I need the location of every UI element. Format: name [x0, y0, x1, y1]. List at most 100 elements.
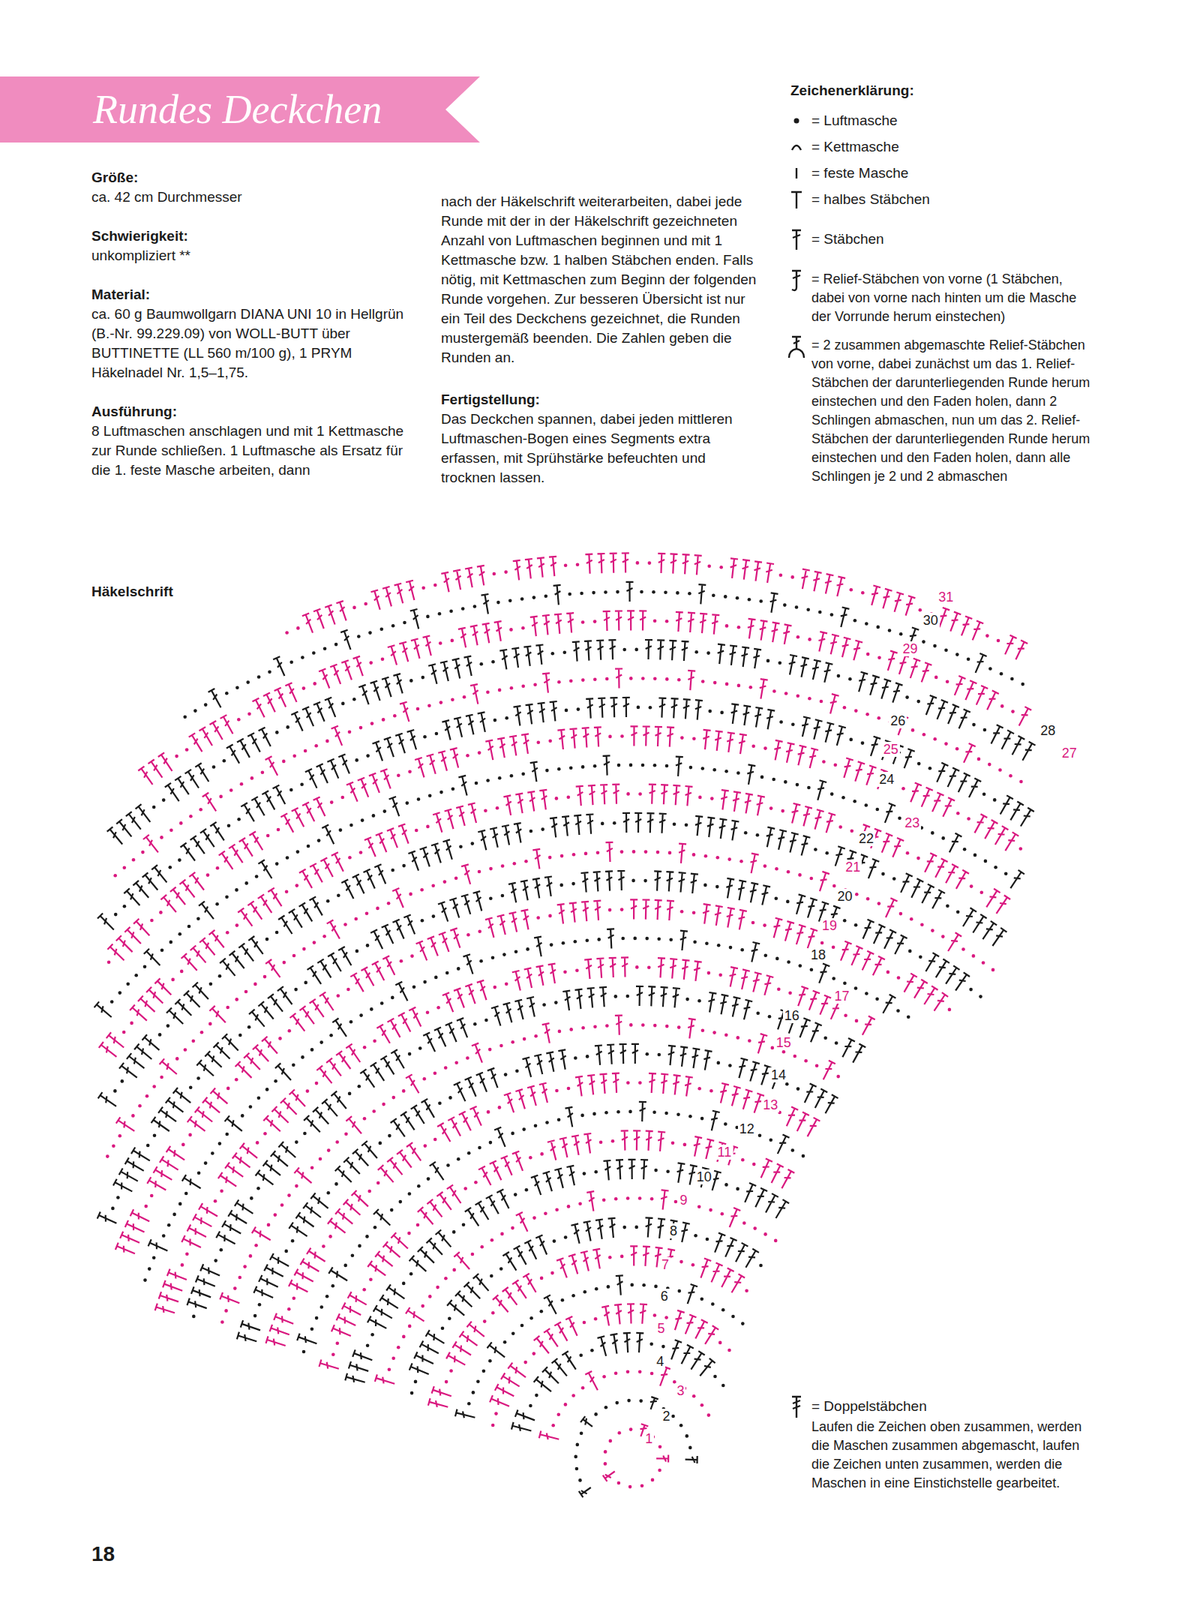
stitch-symbol	[752, 1162, 756, 1167]
stitch-symbol	[244, 881, 249, 885]
stitch-symbol	[567, 1165, 576, 1185]
stitch-symbol	[294, 987, 298, 992]
stitch-symbol	[535, 1235, 547, 1255]
stitch-symbol	[587, 1074, 595, 1095]
stitch-symbol	[641, 1023, 645, 1027]
stitch-symbol	[669, 958, 678, 978]
stitch-symbol	[426, 1176, 431, 1181]
stitch-symbol	[300, 1258, 320, 1272]
stitch-symbol	[153, 1166, 173, 1180]
stitch-symbol	[668, 851, 672, 855]
stitch-symbol	[563, 651, 567, 655]
stitch-symbol	[975, 653, 987, 673]
stitch-symbol	[783, 603, 787, 607]
stitch-symbol	[790, 575, 795, 579]
stitch-symbol	[572, 641, 580, 661]
stitch-symbol	[630, 1245, 638, 1266]
stitch-symbol	[654, 870, 662, 891]
stitch-symbol	[551, 1423, 555, 1428]
stitch-symbol	[854, 986, 858, 990]
stitch-symbol	[302, 947, 306, 951]
stitch-symbol	[504, 570, 508, 574]
stitch-symbol	[375, 832, 387, 852]
stitch-symbol	[843, 981, 847, 986]
stitch-symbol	[285, 682, 297, 702]
stitch-symbol	[195, 1106, 213, 1122]
stitch-symbol	[189, 872, 204, 891]
stitch-symbol	[554, 1322, 567, 1341]
stitch-symbol	[238, 1033, 243, 1038]
stitch-symbol	[543, 1171, 552, 1191]
stitch-symbol	[188, 1133, 192, 1137]
stitch-symbol	[454, 1061, 459, 1065]
stitch-symbol	[297, 1333, 317, 1344]
stitch-symbol	[359, 1013, 363, 1017]
stitch-symbol	[493, 985, 498, 990]
stitch-symbol	[145, 1094, 150, 1098]
stitch-symbol	[813, 847, 818, 852]
stitch-symbol	[581, 1026, 585, 1030]
stitch-symbol	[303, 749, 308, 753]
stitch-symbol	[744, 1182, 756, 1203]
stitch-symbol	[843, 705, 847, 710]
stitch-symbol	[743, 1089, 753, 1110]
body-text: nach der Häkelschrift weiterarbeiten, da…	[441, 192, 760, 368]
stitch-symbol	[681, 641, 690, 661]
stitch-symbol	[222, 1033, 239, 1050]
stitch-symbol	[219, 958, 235, 976]
stitch-symbol	[882, 994, 896, 1014]
stitch-symbol	[343, 1157, 360, 1174]
stitch-symbol	[545, 768, 549, 773]
page-number: 18	[91, 1542, 115, 1566]
stitch-symbol	[450, 747, 459, 768]
stitch-symbol	[470, 684, 479, 705]
stitch-symbol	[542, 1366, 559, 1383]
stitch-symbol	[173, 1087, 192, 1103]
title-text: Rundes Deckchen	[93, 76, 382, 143]
stitch-symbol	[977, 757, 981, 762]
stitch-symbol	[438, 932, 450, 952]
stitch-symbol	[525, 704, 534, 725]
stitch-symbol	[580, 1113, 585, 1118]
stitch-symbol	[677, 1162, 686, 1182]
stitch-symbol	[731, 703, 740, 723]
stitch-symbol	[699, 613, 708, 633]
stitch-symbol	[493, 718, 498, 723]
stitch-symbol	[162, 1233, 166, 1238]
stitch-symbol	[414, 828, 419, 833]
stitch-symbol	[786, 960, 791, 964]
stitch-symbol	[738, 734, 747, 754]
stitch-symbol	[202, 1097, 220, 1113]
stitch-symbol	[487, 1068, 498, 1088]
stitch-symbol	[906, 595, 916, 615]
stitch-symbol	[640, 1483, 645, 1488]
stitch-symbol	[707, 564, 711, 568]
stitch-symbol	[409, 678, 414, 683]
stitch-symbol	[834, 763, 838, 768]
stitch-symbol	[701, 1029, 705, 1033]
stitch-symbol	[755, 1188, 768, 1208]
stitch-symbol	[159, 910, 163, 915]
stitch-symbol	[786, 900, 790, 904]
stitch-symbol	[512, 970, 521, 990]
stitch-symbol	[725, 624, 729, 628]
stitch-symbol	[305, 768, 318, 789]
stitch-symbol	[477, 1146, 482, 1150]
stitch-symbol	[841, 795, 846, 800]
legend-symbol	[792, 270, 801, 291]
stitch-symbol	[487, 1341, 506, 1357]
stitch-symbol	[111, 1144, 116, 1149]
stitch-symbol	[309, 863, 323, 882]
stitch-symbol	[154, 978, 171, 995]
stitch-symbol	[376, 1181, 381, 1185]
stitch-symbol	[306, 1089, 310, 1093]
stitch-symbol	[477, 980, 487, 1000]
stitch-symbol	[945, 864, 959, 883]
stitch-symbol	[263, 1131, 267, 1136]
round-number: 17	[832, 988, 851, 1004]
section-heading: Material:	[91, 285, 411, 305]
stitch-symbol	[864, 991, 869, 996]
stitch-symbol	[948, 1008, 952, 1012]
stitch-symbol	[178, 1202, 183, 1206]
stitch-symbol	[660, 1189, 669, 1209]
